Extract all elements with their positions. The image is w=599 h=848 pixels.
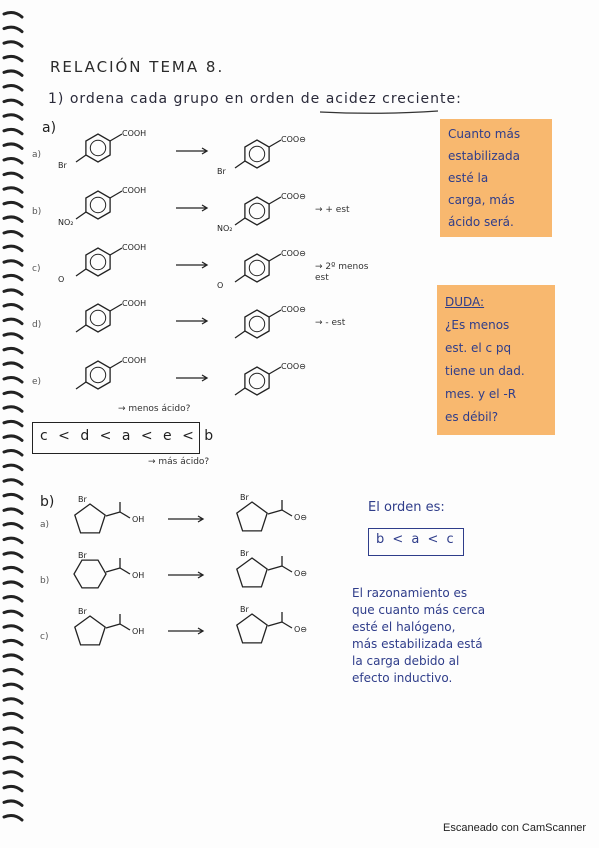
substituent-label: NO₂ — [58, 218, 74, 227]
order-annotation-top: → menos ácido? — [118, 404, 191, 414]
sticky-note-1: Cuanto más estabilizada esté la carga, m… — [440, 119, 552, 237]
reasoning-text: El razonamiento es que cuanto más cerca … — [352, 585, 485, 687]
reaction-arrow — [176, 204, 209, 212]
acid-structure: OH Br — [74, 495, 144, 534]
note2-line: mes. y el -R — [445, 387, 517, 401]
acid-group-label: COOH — [122, 129, 146, 138]
base-structure: NO₂ COO⊖ — [217, 192, 306, 233]
acid-structure: OH Br — [74, 607, 144, 646]
sticky-note-2: DUDA: ¿Es menos est. el c pq tiene un da… — [437, 285, 555, 435]
page-title: RELACIÓN TEMA 8. — [50, 58, 225, 76]
base-structure: O⊖ Br — [236, 493, 307, 532]
spiral-binding — [2, 11, 24, 822]
reaction-arrow — [168, 571, 205, 579]
acid-structure: OH Br — [73, 551, 144, 589]
acid-group-label: OH — [132, 627, 144, 636]
acid-group-label: COOH — [122, 186, 146, 195]
base-group-label: COO⊖ — [281, 135, 306, 144]
reaction-arrow — [168, 627, 205, 635]
order-intro-b: El orden es: — [368, 500, 445, 515]
base-group-label: COO⊖ — [281, 249, 306, 258]
note2-heading: DUDA: — [445, 295, 485, 309]
acid-group-label: COOH — [122, 356, 146, 365]
order-box-a — [32, 422, 200, 454]
base-structure: COO⊖ — [234, 305, 306, 339]
halogen-label: Br — [240, 549, 249, 558]
order-a-text: c < d < a < e < b — [40, 428, 217, 444]
reasoning-line: más estabilizada está — [352, 637, 483, 651]
stability-note: → + est — [315, 205, 350, 215]
acid-group-label: OH — [132, 515, 144, 524]
note2-line: es débil? — [445, 410, 499, 424]
reasoning-line: la carga debido al — [352, 654, 460, 668]
acid-structure: NO₂ COOH — [58, 186, 146, 227]
note1-line: carga, más — [448, 193, 515, 207]
substituent-label: O — [58, 275, 64, 284]
order-b-text: b < a < c — [376, 532, 456, 547]
base-group-label: O⊖ — [294, 513, 307, 522]
note1-line: ácido será. — [448, 215, 514, 229]
halogen-label: Br — [78, 495, 87, 504]
base-group-label: O⊖ — [294, 625, 307, 634]
row-letter: d) — [32, 320, 42, 330]
note1-line: estabilizada — [448, 149, 520, 163]
reasoning-line: El razonamiento es — [352, 586, 468, 600]
substituent-label: Br — [58, 161, 67, 170]
base-structure: O⊖ Br — [236, 549, 307, 588]
row-letter: c) — [32, 264, 41, 274]
acid-group-label: COOH — [122, 299, 146, 308]
order-annotation-bottom: → más ácido? — [148, 457, 210, 467]
row-letter: e) — [32, 377, 42, 387]
reaction-arrow — [168, 515, 205, 523]
base-group-label: COO⊖ — [281, 305, 306, 314]
acid-structure: Br COOH — [58, 129, 146, 170]
order-box-b — [368, 528, 464, 556]
reaction-arrow — [176, 374, 209, 382]
reasoning-line: que cuanto más cerca — [352, 603, 486, 617]
acid-structure: O COOH — [58, 243, 146, 284]
reaction-arrow — [176, 147, 209, 155]
reasoning-line: efecto inductivo. — [352, 671, 453, 685]
part-b-label: b) — [40, 494, 55, 510]
note1-line: esté la — [448, 171, 489, 185]
substituent-label: O — [217, 281, 223, 290]
base-structure: COO⊖ — [234, 362, 306, 396]
stability-note: → - est — [315, 318, 346, 328]
note1-line: Cuanto más — [448, 127, 521, 141]
acid-structure: COOH — [75, 356, 146, 390]
base-structure: O⊖ Br — [236, 605, 307, 644]
acid-group-label: OH — [132, 571, 144, 580]
stability-note: → 2º menos est — [315, 262, 369, 283]
row-letter: a) — [32, 150, 42, 160]
row-letter: b) — [32, 207, 42, 217]
base-group-label: COO⊖ — [281, 192, 306, 201]
base-group-label: O⊖ — [294, 569, 307, 578]
acid-structure: COOH — [75, 299, 146, 333]
halogen-label: Br — [240, 605, 249, 614]
question-text: 1) ordena cada grupo en orden de acidez … — [48, 91, 462, 107]
base-group-label: COO⊖ — [281, 362, 306, 371]
note2-line: est. el c pq — [445, 341, 512, 355]
base-structure: Br COO⊖ — [217, 135, 306, 176]
reaction-arrow — [176, 261, 209, 269]
note2-line: ¿Es menos — [445, 318, 510, 332]
part-a-label: a) — [42, 120, 57, 136]
halogen-label: Br — [78, 607, 87, 616]
substituent-label: Br — [217, 167, 226, 176]
halogen-label: Br — [240, 493, 249, 502]
note2-line: tiene un dad. — [445, 364, 525, 378]
row-letter: a) — [40, 520, 50, 530]
underline — [319, 110, 439, 114]
acid-group-label: COOH — [122, 243, 146, 252]
halogen-label: Br — [78, 551, 87, 560]
substituent-label: NO₂ — [217, 224, 233, 233]
base-structure: O COO⊖ — [217, 249, 306, 290]
row-letter: c) — [40, 632, 49, 642]
scanner-watermark: Escaneado con CamScanner — [443, 822, 587, 834]
reaction-arrow — [176, 317, 209, 325]
reasoning-line: esté el halógeno, — [352, 620, 456, 634]
row-letter: b) — [40, 576, 50, 586]
